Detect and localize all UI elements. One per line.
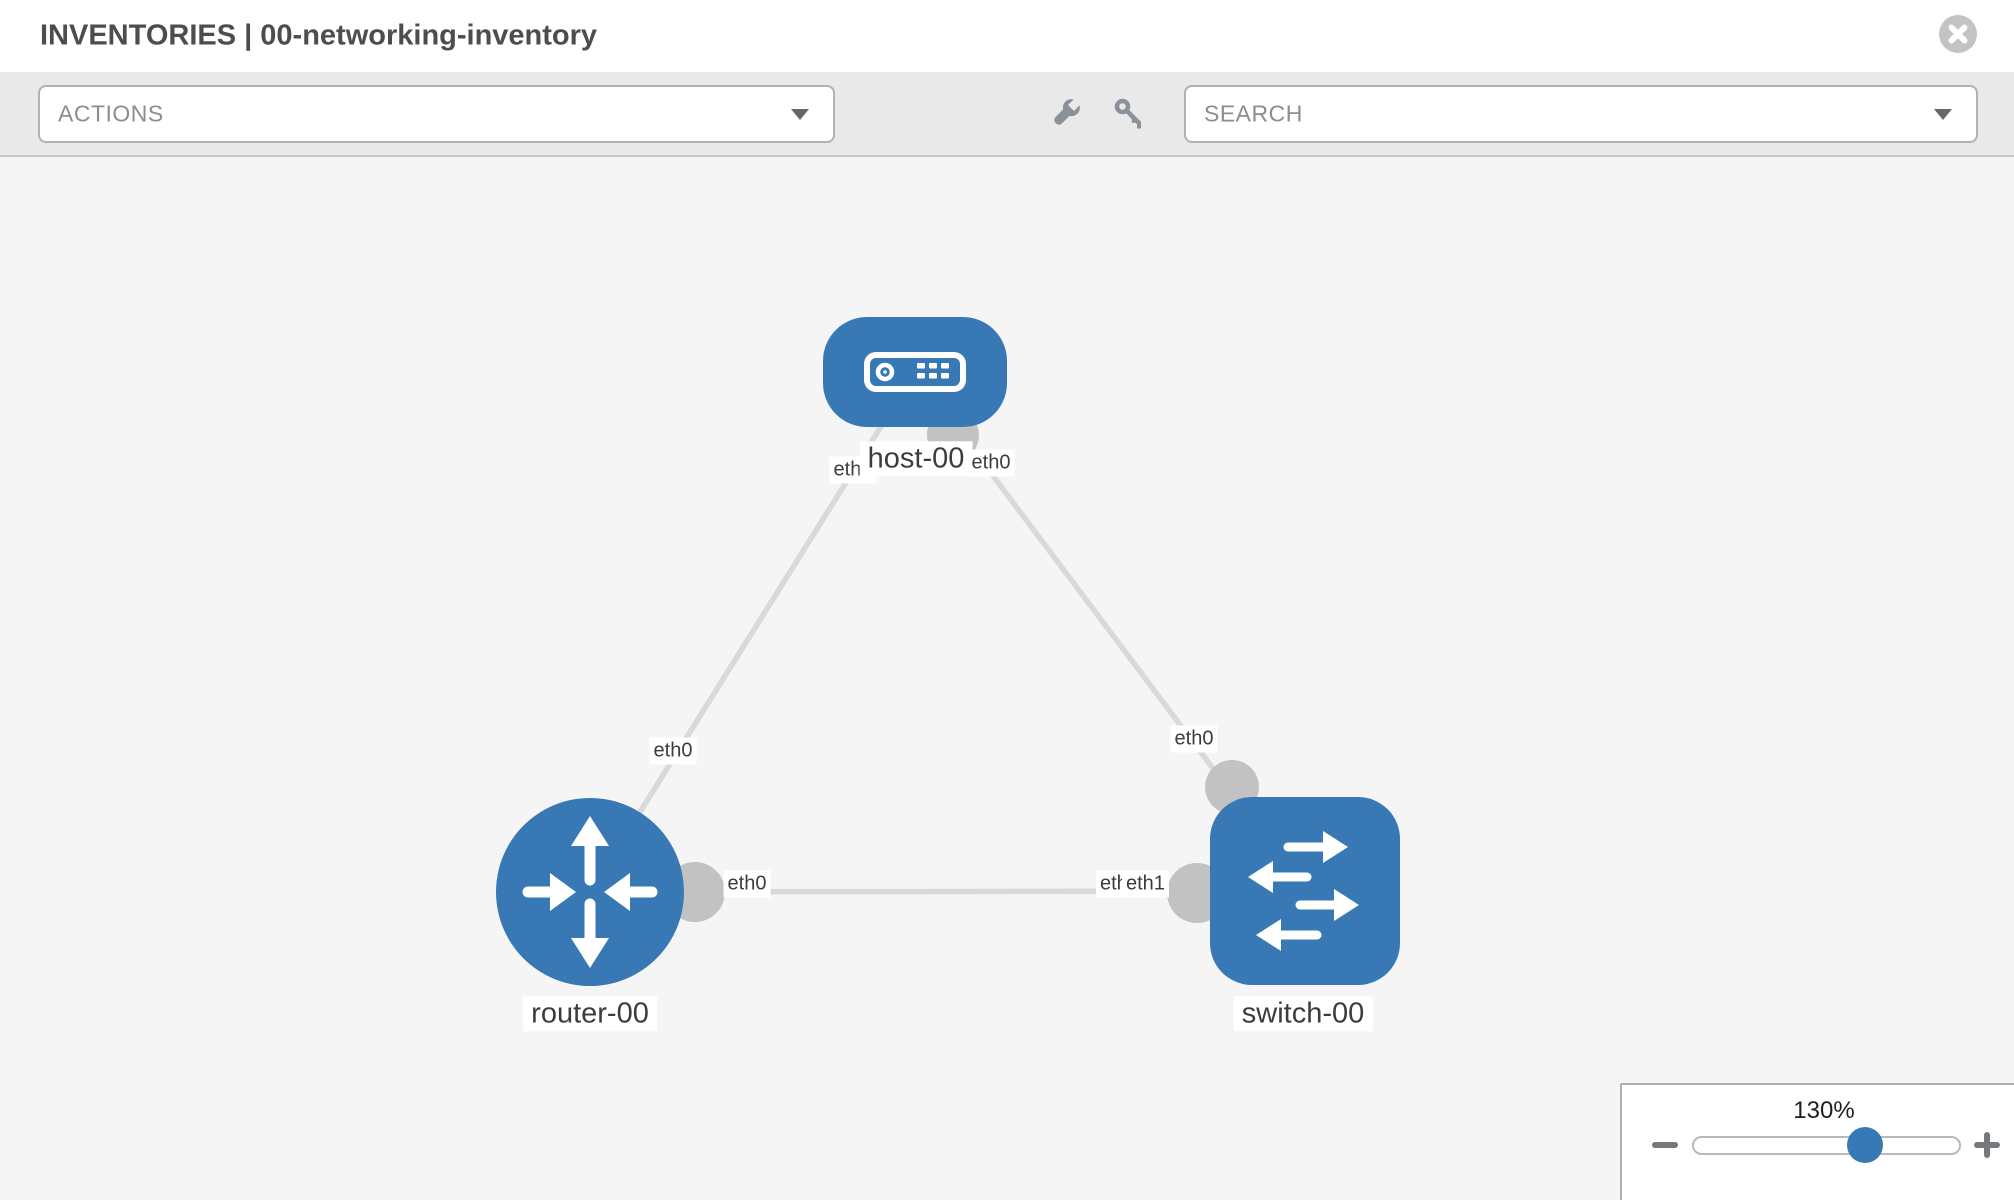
node-label-router: router-00 [523, 996, 657, 1032]
node-label-host: host-00 [859, 441, 973, 477]
node-host-00[interactable] [823, 317, 1007, 427]
chevron-down-icon [791, 109, 809, 120]
search-dropdown[interactable]: SEARCH [1184, 85, 1978, 143]
configure-button[interactable] [1047, 96, 1083, 132]
key-icon [1114, 98, 1142, 129]
router-device-icon [522, 816, 658, 968]
credentials-button[interactable] [1112, 96, 1148, 132]
port-label-router-to-switch: eth0 [723, 870, 771, 898]
switch-device-icon [1248, 831, 1359, 951]
port-label-host-to-switch: eth0 [967, 449, 1015, 477]
plus-icon [1969, 1127, 2005, 1163]
toolbar: ACTIONS SEARCH [0, 72, 2014, 157]
zoom-control-panel: 130% [1620, 1083, 2014, 1200]
port-label-switch-to-router: eth1 [1122, 870, 1169, 898]
node-router-00[interactable] [496, 798, 684, 986]
node-label-switch: switch-00 [1233, 996, 1373, 1032]
chevron-down-icon [1934, 109, 1952, 120]
zoom-slider-handle[interactable] [1847, 1127, 1883, 1163]
header: INVENTORIES | 00-networking-inventory [0, 0, 2014, 72]
wrench-icon [1054, 97, 1082, 125]
zoom-out-button[interactable] [1647, 1127, 1683, 1163]
node-switch-00[interactable] [1210, 797, 1400, 985]
zoom-in-button[interactable] [1969, 1127, 2005, 1163]
host-device-icon [864, 352, 966, 392]
page-title: INVENTORIES | 00-networking-inventory [40, 19, 598, 52]
zoom-level-value: 130% [1793, 1097, 1855, 1124]
port-label-switch-to-host: eth0 [1170, 725, 1218, 753]
close-button[interactable] [1938, 14, 1978, 54]
minus-icon [1652, 1142, 1678, 1148]
actions-dropdown[interactable]: ACTIONS [38, 85, 835, 143]
close-icon [1939, 15, 1977, 53]
port-label-router-to-host: eth0 [649, 737, 697, 765]
actions-dropdown-label: ACTIONS [58, 100, 164, 127]
interface-bubbles [665, 409, 1259, 923]
search-dropdown-label: SEARCH [1204, 100, 1303, 127]
zoom-slider-track[interactable] [1692, 1136, 1961, 1155]
